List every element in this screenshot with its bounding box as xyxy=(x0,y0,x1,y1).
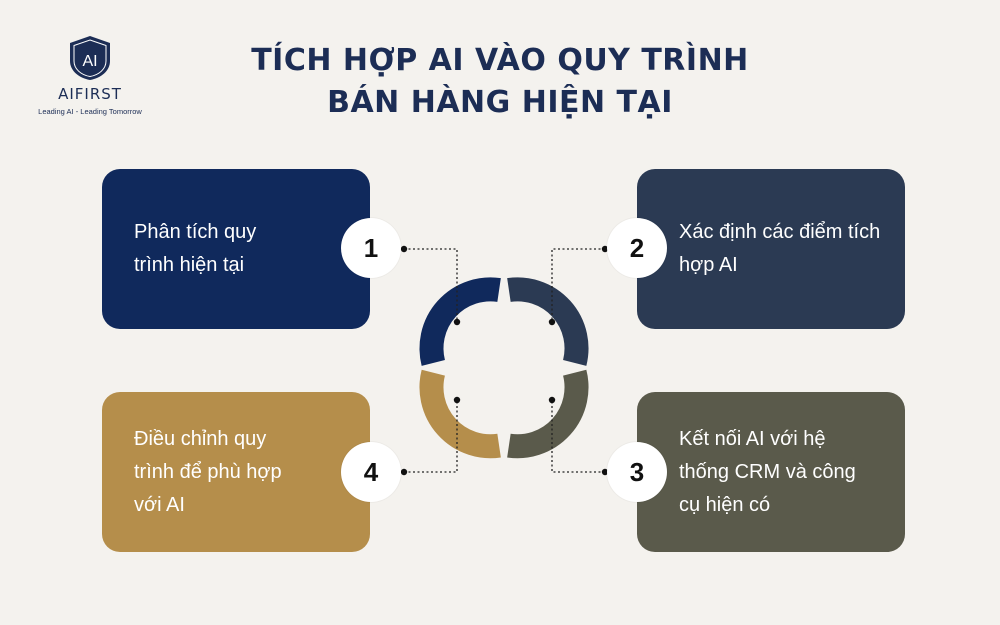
ring-segment-3 xyxy=(507,369,589,459)
connector-dot xyxy=(400,245,408,253)
ring-segment-1 xyxy=(419,277,501,366)
title-line-1: TÍCH HỢP AI VÀO QUY TRÌNH xyxy=(251,43,749,78)
cycle-ring xyxy=(419,277,589,459)
step-card-4: Điều chỉnh quy trình để phù hợp với AI xyxy=(102,392,370,552)
connector-line-3 xyxy=(551,400,605,473)
step-card-1: Phân tích quy trình hiện tại xyxy=(102,169,370,329)
logo-mark: AI xyxy=(82,53,97,70)
step-1-text: Phân tích quy trình hiện tại xyxy=(134,221,257,276)
page-title: TÍCH HỢP AI VÀO QUY TRÌNH BÁN HÀNG HIỆN … xyxy=(200,40,800,124)
brand-logo: AI AIFIRST Leading AI - Leading Tomorrow xyxy=(30,34,150,116)
step-4-text: Điều chỉnh quy trình để phù hợp với AI xyxy=(134,427,282,516)
connector-line-4 xyxy=(404,400,458,473)
step-card-3: Kết nối AI với hệ thống CRM và công cụ h… xyxy=(637,392,905,552)
ring-segment-4 xyxy=(419,369,501,459)
step-number-4: 4 xyxy=(341,442,401,502)
ring-segment-2 xyxy=(507,277,589,366)
step-2-text: Xác định các điểm tích hợp AI xyxy=(679,221,881,276)
brand-name: AIFIRST xyxy=(58,85,122,103)
step-number-3: 3 xyxy=(607,442,667,502)
title-line-2: BÁN HÀNG HIỆN TẠI xyxy=(327,85,673,120)
connector-dot xyxy=(453,396,461,404)
step-3-text: Kết nối AI với hệ thống CRM và công cụ h… xyxy=(679,427,856,516)
brand-tagline: Leading AI - Leading Tomorrow xyxy=(38,107,142,116)
step-card-2: Xác định các điểm tích hợp AI xyxy=(637,169,905,329)
connector-line-1 xyxy=(404,248,458,322)
connector-dot xyxy=(400,468,408,476)
step-number-2: 2 xyxy=(607,218,667,278)
connector-dot xyxy=(453,318,461,326)
connector-line-2 xyxy=(551,248,605,322)
step-number-1: 1 xyxy=(341,218,401,278)
shield-logo-icon: AI xyxy=(70,36,110,80)
connector-dot xyxy=(548,396,556,404)
connector-dot xyxy=(548,318,556,326)
